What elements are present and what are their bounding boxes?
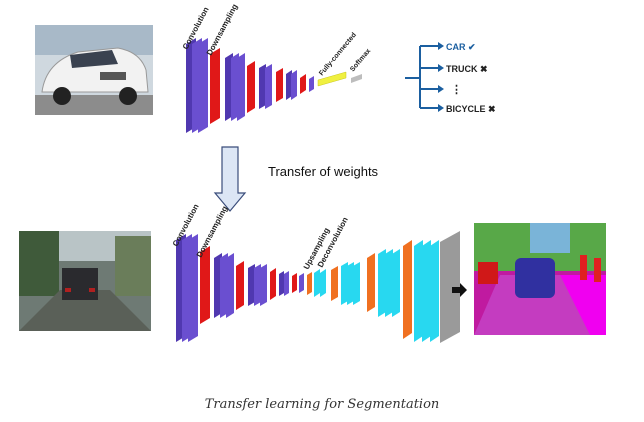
top-conv-block-4 [286, 70, 297, 100]
top-network: Convolution Downsampling Fully-connected… [181, 2, 372, 133]
bottom-downsample-4 [292, 273, 297, 293]
segmentation-map [474, 223, 606, 335]
class-car: CAR ✔ [446, 42, 476, 52]
top-conv-small [309, 76, 314, 92]
bottom-conv-block-4 [279, 271, 289, 296]
top-conv-block-3 [259, 64, 272, 109]
bottom-network: Convolution Downsampling Upsampling Deco… [171, 202, 467, 343]
bottom-conv-block-3 [248, 264, 267, 306]
top-downsample-4 [300, 74, 306, 94]
top-conv-block-1 [186, 38, 208, 133]
fully-connected-layer [317, 71, 347, 87]
bottom-deconv-block-4 [414, 240, 439, 342]
class-truck: TRUCK ✖ [446, 64, 488, 74]
bottom-output-layer [440, 231, 460, 343]
label-downsampling-bottom: Downsampling [195, 204, 230, 259]
class-bicycle: BICYCLE ✖ [446, 104, 496, 114]
bottom-conv-block-1 [176, 234, 198, 342]
bottom-upsample-3 [367, 253, 375, 312]
top-downsample-2 [247, 61, 255, 113]
softmax-layer [351, 74, 362, 83]
bottom-upsample-2 [331, 266, 338, 301]
transfer-of-weights-label: Transfer of weights [268, 164, 379, 179]
figure-caption: Transfer learning for Segmentation [204, 397, 440, 412]
bottom-deconv-block-3 [378, 249, 400, 317]
output-class-labels: CAR ✔ TRUCK ✖ ⋮ BICYCLE ✖ [446, 42, 496, 114]
bottom-downsample-1 [200, 246, 210, 324]
bottom-downsample-2 [236, 261, 244, 310]
top-conv-block-2 [225, 53, 245, 121]
bottom-output-arrow [452, 283, 467, 297]
label-softmax: Softmax [349, 48, 372, 74]
street-photo [19, 231, 151, 331]
top-downsample-3 [276, 68, 283, 102]
car-photo [35, 25, 153, 115]
bottom-upsample-1 [307, 272, 312, 295]
top-downsample-1 [210, 48, 220, 124]
bottom-deconv-block-1 [314, 269, 326, 297]
bottom-downsample-3 [270, 268, 276, 300]
bottom-deconv-block-2 [341, 262, 360, 305]
class-ellipsis: ⋮ [451, 84, 462, 96]
transfer-down-arrow [213, 146, 247, 212]
bottom-upsample-4 [403, 240, 412, 339]
bottom-conv-block-2 [214, 253, 234, 318]
bottom-conv-small [299, 273, 304, 293]
output-class-tree [405, 42, 444, 112]
